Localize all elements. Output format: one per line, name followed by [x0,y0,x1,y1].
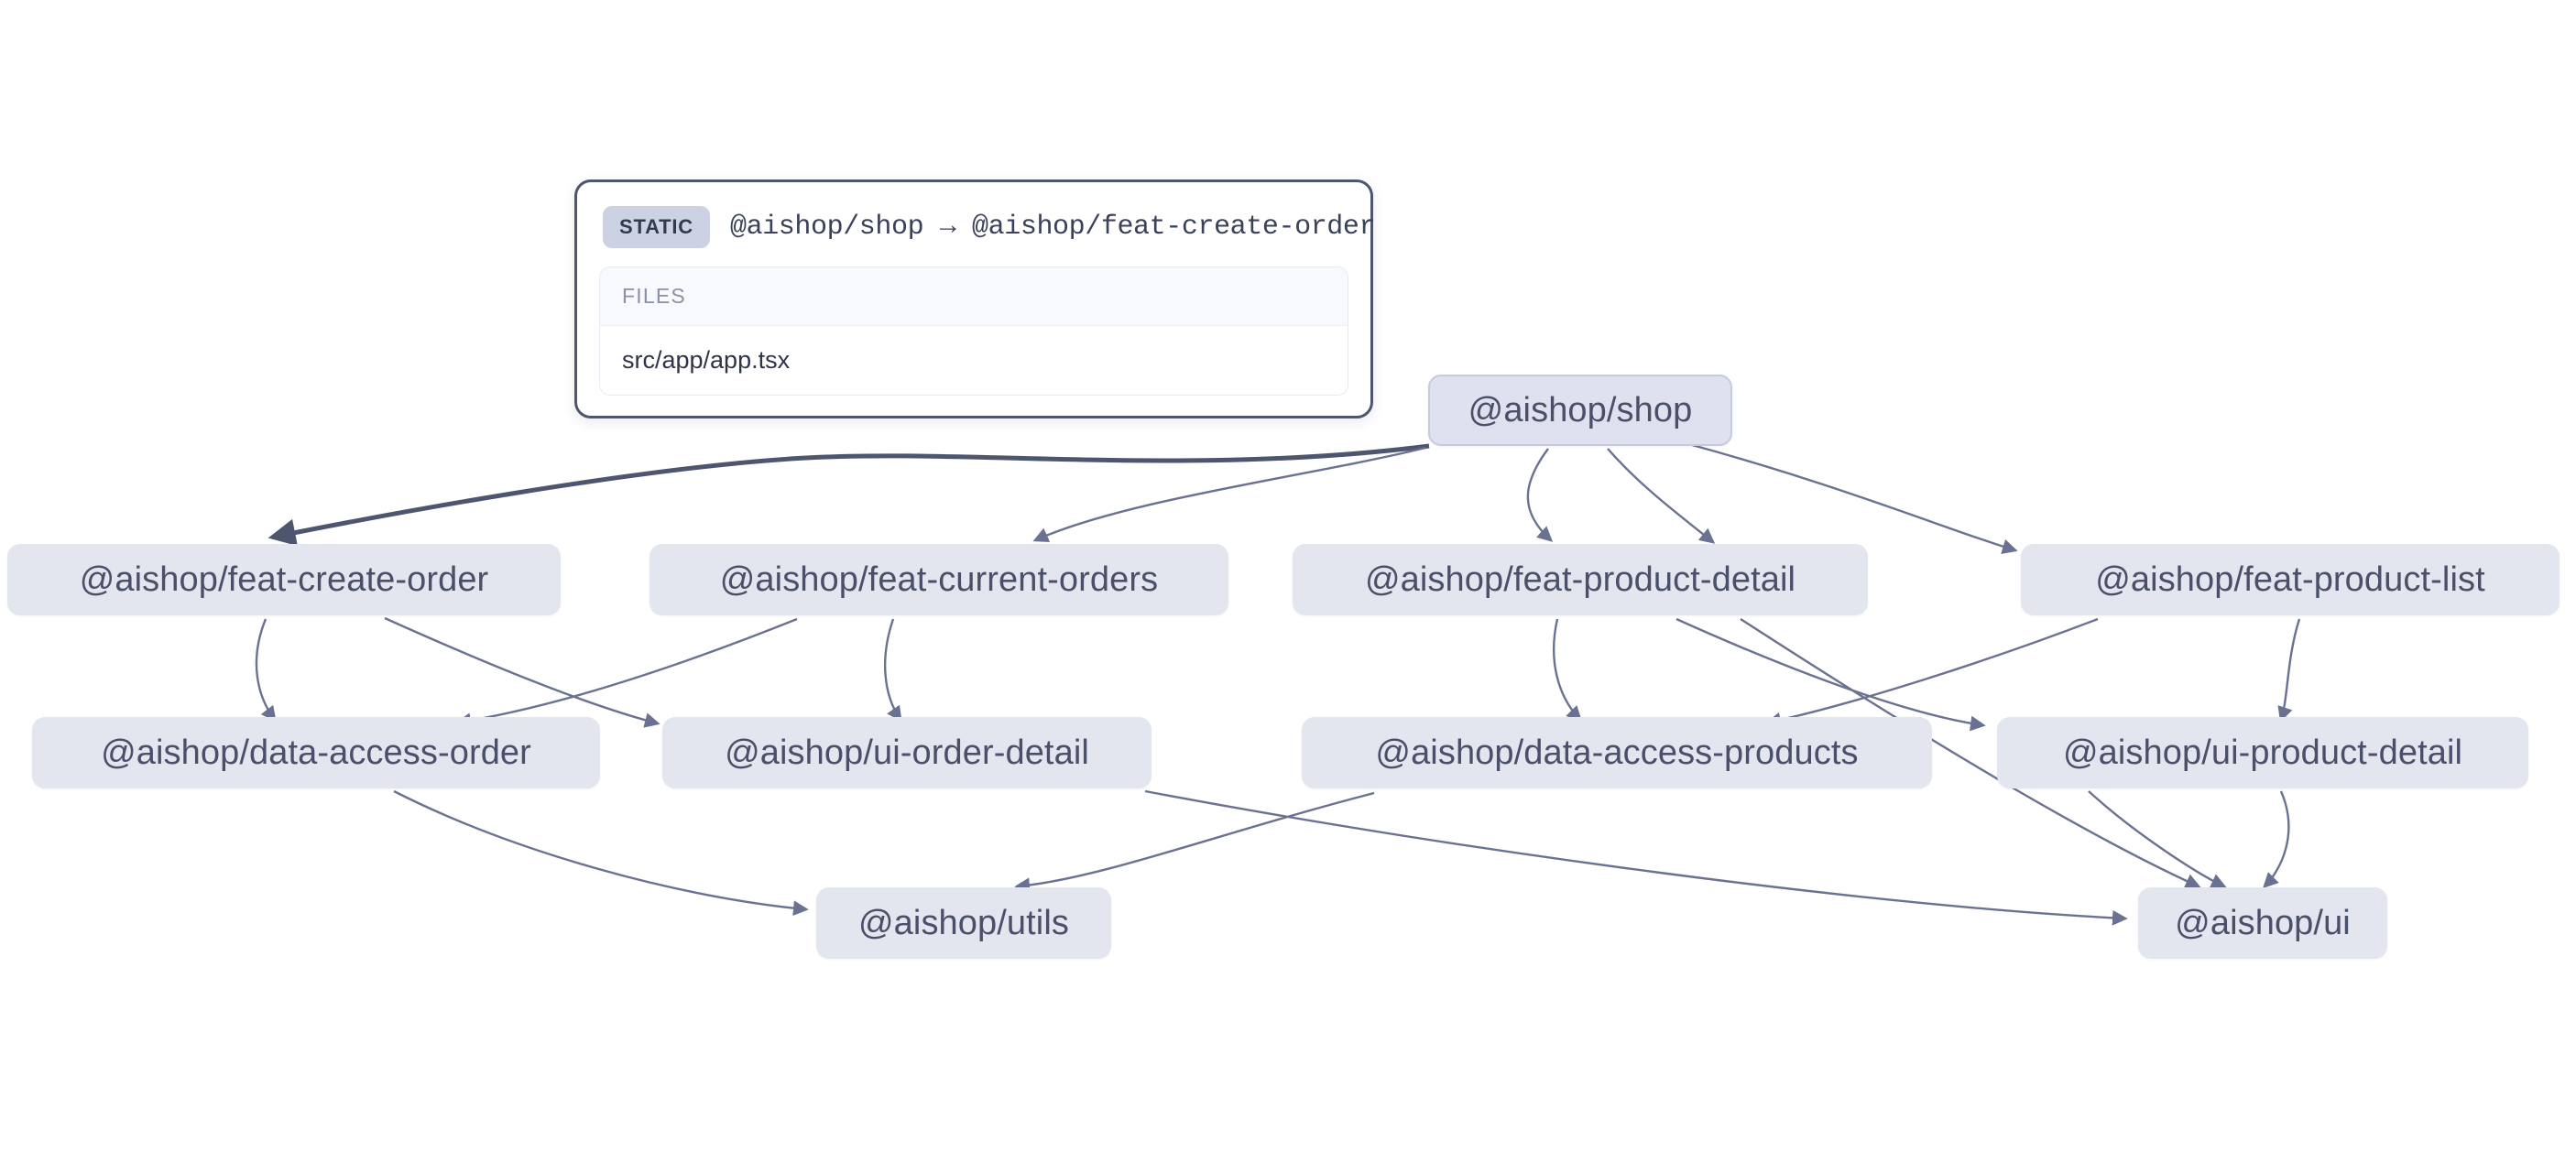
graph-node-shop[interactable]: @aishop/shop [1428,375,1732,446]
graph-edge[interactable] [1607,448,1716,544]
graph-edge[interactable] [255,618,277,723]
graph-edge[interactable] [267,443,1430,547]
graph-node-feat-create-order[interactable]: @aishop/feat-create-order [7,544,561,615]
graph-node-ui[interactable]: @aishop/ui [2138,887,2387,959]
graph-node-data-access-products[interactable]: @aishop/data-access-products [1302,717,1932,788]
graph-node-ui-product-detail[interactable]: @aishop/ui-product-detail [1997,717,2528,788]
graph-node-label: @aishop/utils [858,903,1069,942]
graph-node-label: @aishop/ui [2175,903,2351,942]
graph-node-label: @aishop/feat-current-orders [719,560,1159,599]
graph-node-label: @aishop/ui-order-detail [725,733,1089,772]
graph-node-label: @aishop/feat-product-list [2095,560,2485,599]
graph-node-label: @aishop/data-access-order [101,733,531,772]
graph-edge[interactable] [1675,617,1986,732]
graph-node-label: @aishop/feat-product-detail [1364,560,1796,599]
files-panel-header: FILES [600,267,1348,326]
static-badge: STATIC [603,206,710,248]
graph-edge[interactable] [1685,441,2018,555]
graph-node-data-access-order[interactable]: @aishop/data-access-order [32,717,600,788]
edge-detail-tooltip: STATIC @aishop/shop → @aishop/feat-creat… [574,179,1376,418]
graph-node-utils[interactable]: @aishop/utils [816,887,1111,959]
graph-edge[interactable] [2277,618,2301,723]
graph-edge[interactable] [1526,448,1554,542]
graph-node-feat-product-list[interactable]: @aishop/feat-product-list [2021,544,2560,615]
graph-node-feat-product-detail[interactable]: @aishop/feat-product-detail [1293,544,1868,615]
graph-edge[interactable] [1765,617,2099,728]
graph-edge[interactable] [1014,791,1375,894]
tooltip-title: @aishop/shop → @aishop/feat-create-order [729,212,1376,243]
tooltip-header: STATIC @aishop/shop → @aishop/feat-creat… [599,202,1376,266]
graph-edge[interactable] [2088,790,2227,888]
graph-edge[interactable] [1144,789,2128,926]
graph-edge[interactable] [384,616,660,728]
graph-node-label: @aishop/ui-product-detail [2062,733,2463,772]
graph-edge[interactable] [2263,790,2290,888]
graph-edge[interactable] [1552,618,1582,723]
files-panel: FILES src/app/app.tsx [599,266,1348,396]
graph-edge[interactable] [455,617,798,729]
graph-node-feat-current-orders[interactable]: @aishop/feat-current-orders [649,544,1228,615]
graph-node-label: @aishop/feat-create-order [79,560,489,599]
graph-edge[interactable] [393,789,809,917]
files-list: src/app/app.tsx [600,326,1348,395]
graph-edge[interactable] [1032,446,1426,542]
file-row[interactable]: src/app/app.tsx [600,326,1348,395]
graph-edge[interactable] [884,618,902,723]
graph-node-label: @aishop/shop [1468,390,1693,429]
graph-node-ui-order-detail[interactable]: @aishop/ui-order-detail [662,717,1152,788]
graph-node-label: @aishop/data-access-products [1375,733,1859,772]
